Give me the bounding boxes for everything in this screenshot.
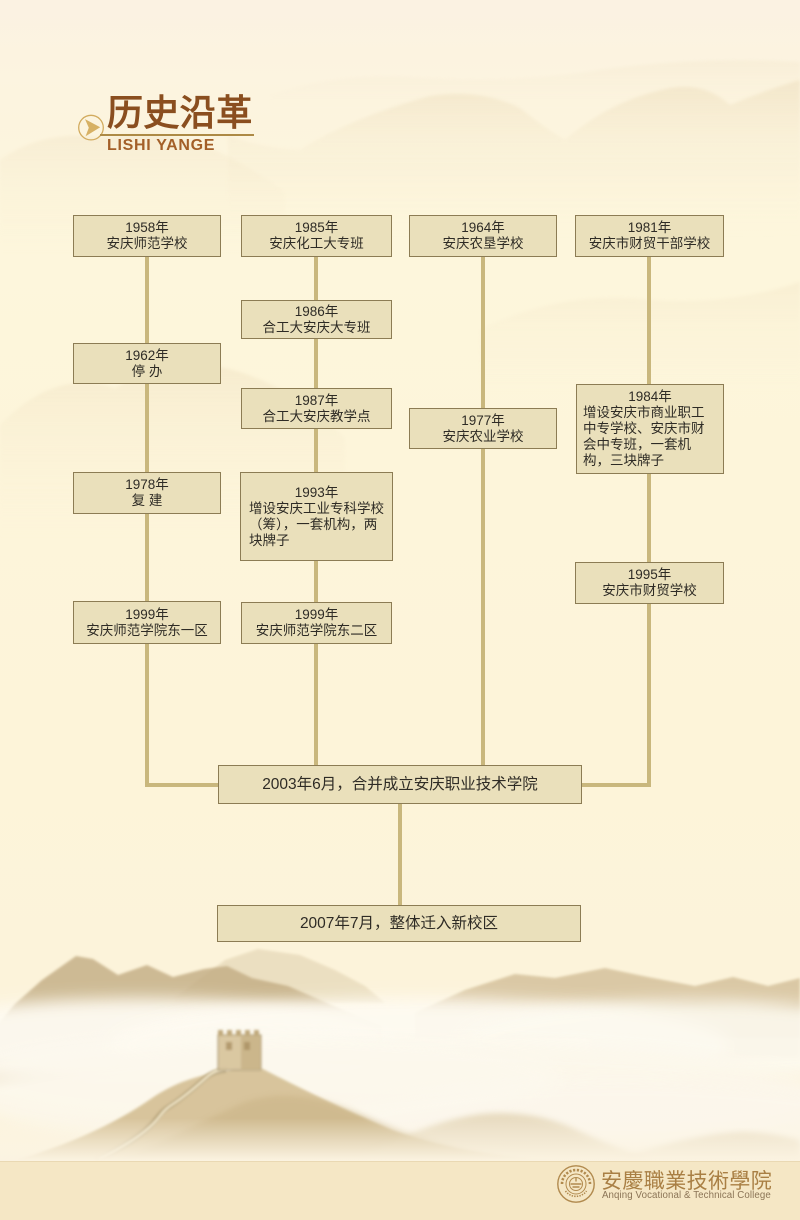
college-name-cn: 安慶職業技術學院 [601,1169,773,1193]
connector [398,804,402,905]
node-year: 1986年 [294,303,339,319]
node-year: 1995年 [627,567,672,582]
timeline-node-1977: 1977年 安庆农业学校 [409,408,557,449]
page-subtitle: LISHI YANGE [107,137,216,154]
timeline-node-1958: 1958年 安庆师范学校 [73,215,221,257]
timeline-node-1986: 1986年 合工大安庆大专班 [241,300,392,339]
node-text: 安庆化工大专班 [269,236,364,251]
node-year: 1981年 [627,220,672,235]
node-year: 1984年 [628,389,672,404]
timeline-node-1984: 1984年 增设安庆市商业职工中专学校、安庆市财会中专班，一套机构，三块牌子 [576,384,724,474]
connector [145,783,218,787]
node-year: 1977年 [461,412,505,428]
node-year: 1978年 [125,477,169,492]
connector [314,339,318,388]
timeline-node-1993: 1993年 增设安庆工业专科学校（筹），一套机构，两块牌子 [240,472,393,561]
timeline-node-1978: 1978年 复 建 [73,472,221,514]
timeline-node-1999-east2: 1999年 安庆师范学院东二区 [241,602,392,644]
connector [145,514,149,601]
node-text: 安庆市财贸学校 [602,583,697,598]
connector [481,257,485,408]
timeline-node-1981: 1981年 安庆市财贸干部学校 [575,215,724,257]
footer-background [0,1161,800,1220]
play-triangle-icon [78,114,104,141]
timeline-node-1962: 1962年 停 办 [73,343,221,384]
connector [145,384,149,472]
node-text: 安庆农业学校 [442,428,524,444]
connector [314,257,318,300]
node-year: 1999年 [294,607,339,622]
great-wall-landscape [0,949,800,1161]
node-text: 安庆师范学校 [106,236,188,251]
node-text: 安庆师范学院东一区 [86,622,208,638]
connector [314,429,318,472]
node-text: 复 建 [131,493,163,508]
timeline-node-2007-relocation: 2007年7月，整体迁入新校区 [217,905,581,942]
page-title: 历史沿革 [107,92,253,133]
connector [145,257,149,343]
connector [647,474,651,562]
timeline-node-1964: 1964年 安庆农垦学校 [409,215,557,257]
timeline-node-1999-east1: 1999年 安庆师范学院东一区 [73,601,221,644]
node-year: 1985年 [294,220,339,235]
node-text: 2007年7月，整体迁入新校区 [299,914,499,932]
node-year: 1964年 [461,220,505,235]
connector [647,257,651,384]
node-text: 增设安庆市商业职工中专学校、安庆市财会中专班，一套机构，三块牌子 [583,405,705,468]
node-text: 停 办 [131,363,163,379]
timeline-node-1987: 1987年 合工大安庆教学点 [241,388,392,429]
connector [145,644,149,787]
college-seal-icon [557,1165,595,1203]
connector [582,783,651,787]
node-text: 增设安庆工业专科学校（筹），一套机构，两块牌子 [249,500,384,548]
node-year: 1993年 [294,484,339,500]
timeline-node-1985: 1985年 安庆化工大专班 [241,215,392,257]
connector [647,604,651,787]
connector [314,644,318,765]
node-text: 安庆市财贸干部学校 [588,236,711,251]
node-year: 1962年 [125,347,169,363]
timeline-node-1995: 1995年 安庆市财贸学校 [575,562,724,604]
timeline-node-2003-merge: 2003年6月，合并成立安庆职业技术学院 [218,765,582,804]
node-text: 合工大安庆大专班 [262,319,371,335]
title-underline [100,134,254,136]
node-text: 2003年6月，合并成立安庆职业技术学院 [262,775,538,793]
node-year: 1999年 [125,606,169,622]
college-name-en: Anqing Vocational & Technical College [602,1190,771,1201]
connector [314,561,318,602]
node-year: 1958年 [125,220,169,235]
node-text: 安庆师范学院东二区 [255,623,378,638]
node-text: 安庆农垦学校 [442,236,524,251]
node-year: 1987年 [294,392,339,408]
node-text: 合工大安庆教学点 [262,408,371,424]
connector [481,449,485,765]
